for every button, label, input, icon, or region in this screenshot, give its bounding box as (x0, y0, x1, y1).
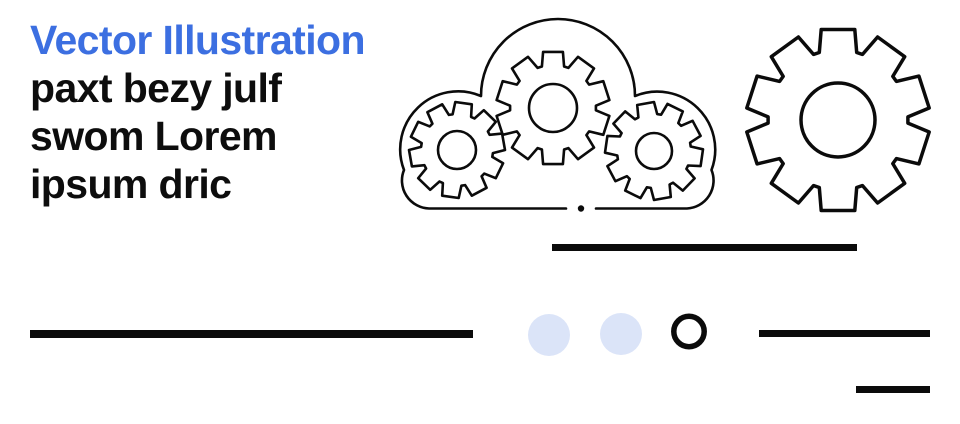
divider-bar-under-cloud (552, 244, 857, 251)
standalone-gear-outline (745, 27, 931, 213)
cloud-gear-middle-icon (495, 50, 611, 166)
pale-blue-dot-2 (600, 313, 642, 355)
cloud-baseline-dot (577, 205, 585, 212)
placeholder-text-line-3: ipsum dric (30, 161, 232, 207)
page-title: Vector Illustration (30, 17, 366, 63)
placeholder-text-line-2: swom Lorem (30, 113, 277, 159)
pale-blue-dot-1 (528, 314, 570, 356)
divider-bar-right (759, 330, 930, 337)
divider-bar-left (30, 330, 473, 338)
gear-icon (745, 27, 931, 213)
text-block: Vector Illustration paxt bezy julf swom … (30, 16, 366, 208)
cloud-with-three-gears-icon (398, 17, 717, 212)
cloud-outline (398, 17, 717, 210)
cloud-gear-left-icon (407, 100, 507, 200)
divider-bar-bottom-right (856, 386, 930, 393)
placeholder-text-line-1: paxt bezy julf (30, 65, 282, 111)
circle-outline-dot (671, 313, 707, 350)
cloud-gear-right-icon (603, 100, 705, 202)
